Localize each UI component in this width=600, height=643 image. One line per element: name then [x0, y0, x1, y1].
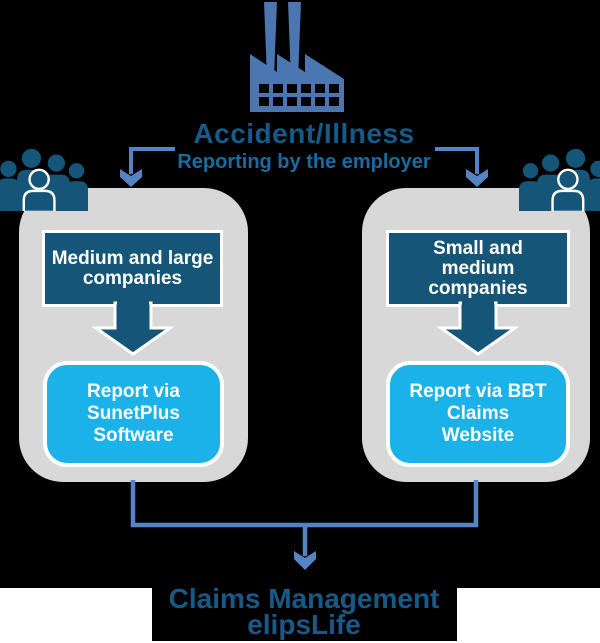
bottom-connector [130, 480, 479, 556]
category-medium-large-label: Medium and large companies [42, 230, 223, 307]
reporting-subtitle: Reporting by the employer [177, 151, 431, 173]
accident-illness-title: Accident/Illness [193, 118, 415, 149]
factory-icon [250, 2, 344, 112]
action-sunetplus-label: Report via SunetPlus Software [43, 361, 224, 467]
elipslife-label: elipsLife [247, 609, 361, 640]
diagram-header: Accident/Illness Reporting by the employ… [0, 119, 600, 174]
crowd-icon-right [519, 148, 600, 211]
footer-title: Claims Management elipsLife [0, 583, 600, 640]
action-bbt-website-label: Report via BBT Claims Website [386, 361, 570, 467]
crowd-icon-left [0, 148, 88, 211]
category-small-medium-label: Small and medium companies [386, 230, 570, 307]
claims-management-label: Claims Management [168, 583, 440, 614]
footer-black-panel [152, 588, 457, 641]
arrow-down-icon-bottom [294, 551, 316, 570]
